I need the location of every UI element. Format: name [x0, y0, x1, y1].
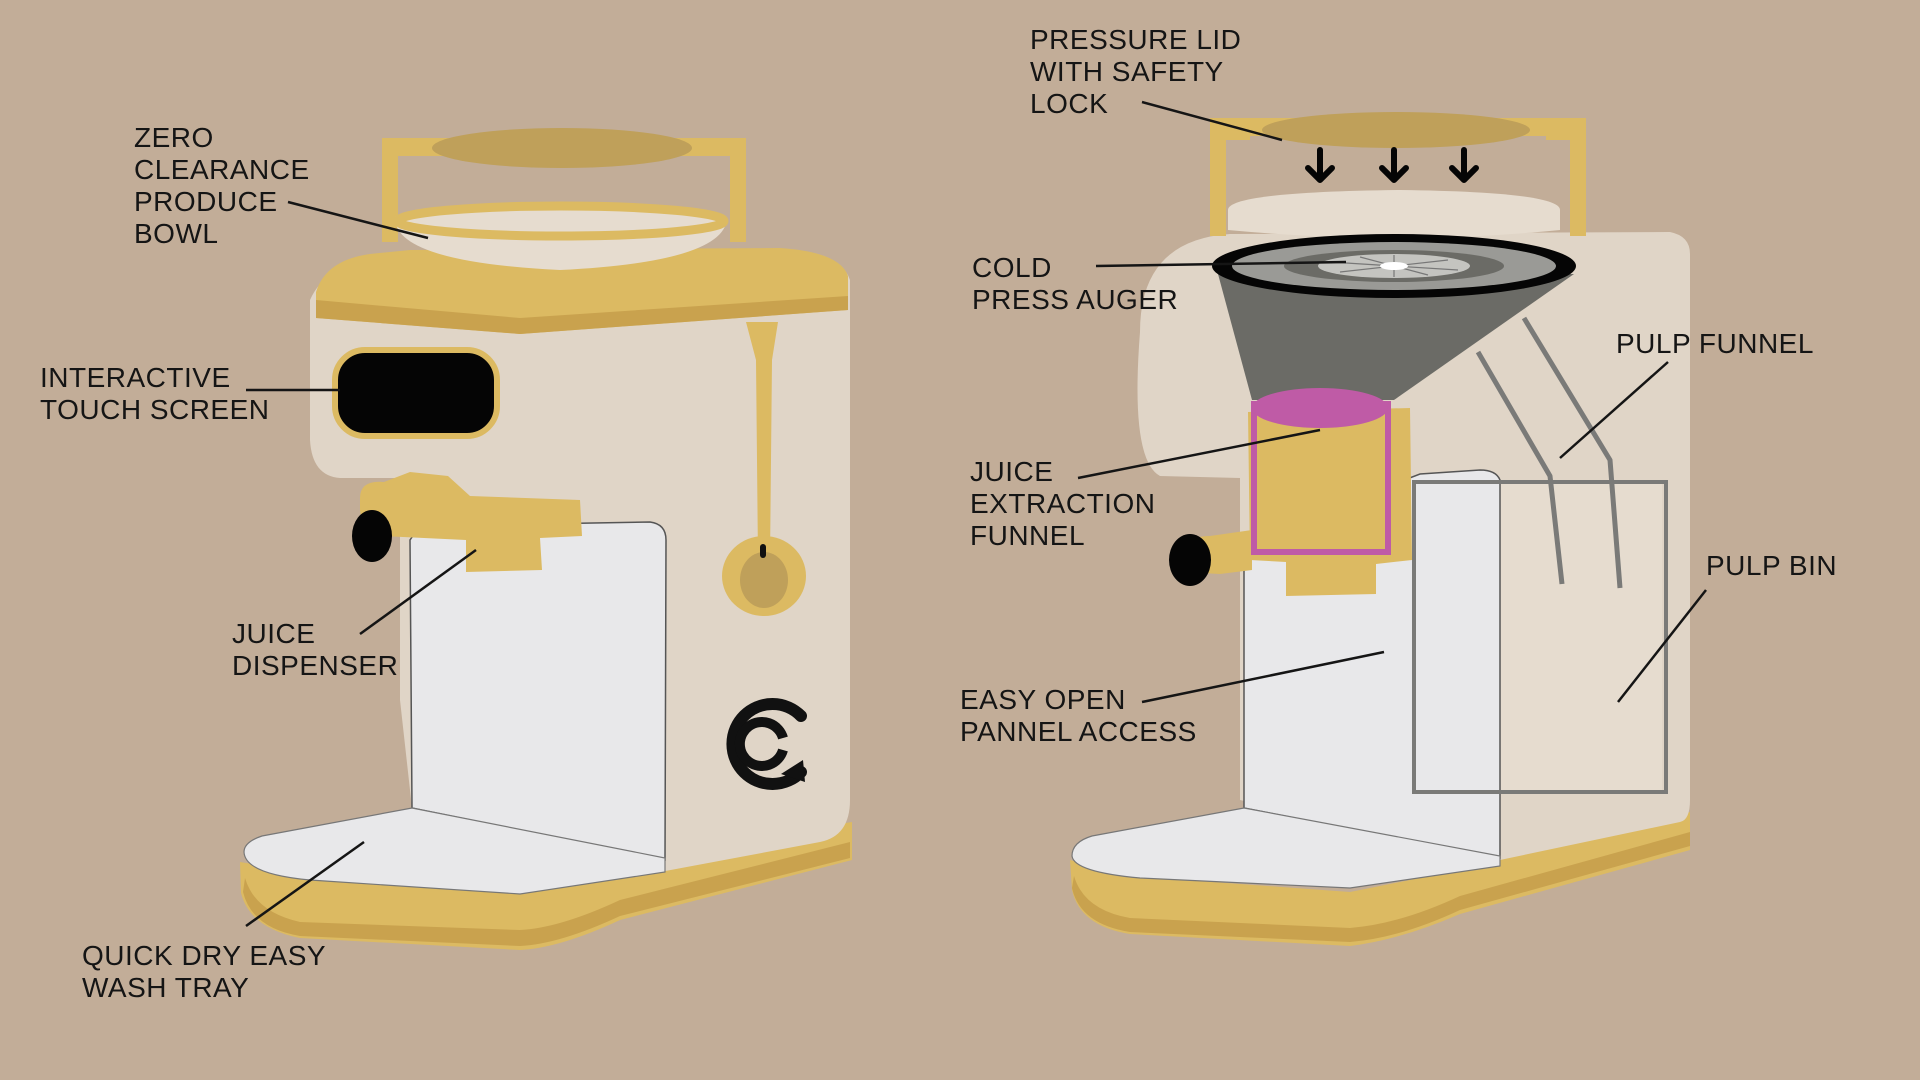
leader-pulp-funnel [1559, 361, 1669, 459]
leader-pressure-lid [1141, 100, 1283, 142]
side-lever [746, 322, 778, 560]
touch-screen [332, 347, 500, 439]
auger-funnel [1218, 274, 1574, 400]
produce-bowl-r [1228, 190, 1560, 238]
drip-tray [243, 807, 666, 895]
side-lever-notch [760, 544, 766, 558]
leader-juice-dispenser [359, 548, 477, 636]
pulp-bin-outline [1412, 480, 1668, 794]
drip-tray-r [1071, 807, 1501, 889]
leader-produce-bowl [287, 200, 429, 240]
co-brand-logo [726, 698, 807, 790]
juice-surface [1252, 388, 1388, 428]
front-panel [409, 521, 667, 861]
dispenser-knob-r [1169, 534, 1211, 586]
label-produce-bowl: ZERO CLEARANCE PRODUCE BOWL [134, 122, 310, 249]
pressure-lid-top-r [1262, 112, 1530, 148]
label-pulp-funnel: PULP FUNNEL [1616, 328, 1814, 359]
pulp-funnel-pipes [1475, 316, 1623, 589]
base-tray-gold-shade-r [1072, 832, 1690, 942]
base-tray-gold-r [1070, 812, 1690, 946]
label-juice-dispenser: JUICE DISPENSER [232, 618, 399, 681]
machine-cutaway [1070, 112, 1690, 946]
label-pulp-bin: PULP BIN [1706, 550, 1838, 581]
leader-wash-tray [245, 840, 365, 928]
juice-dispenser-spout [360, 472, 582, 572]
leader-juice-extraction [1077, 428, 1321, 480]
dispenser-knob [352, 510, 392, 562]
arrow-down-icon [1305, 147, 1479, 183]
leader-panel-access [1141, 650, 1385, 704]
base-tray-gold-shade [243, 842, 850, 946]
label-cold-press-auger: COLD PRESS AUGER [972, 252, 1179, 315]
machine-exterior [240, 128, 852, 950]
leader-cold-press-auger [1095, 260, 1347, 268]
head-band-shade [316, 296, 848, 334]
lid-handle-frame [382, 138, 746, 242]
lid-handle-tabs-r [1210, 118, 1586, 140]
label-panel-access: EASY OPEN PANNEL ACCESS [960, 684, 1197, 747]
label-wash-tray: QUICK DRY EASY WASH TRAY [82, 940, 327, 1003]
label-juice-extraction-funnel: JUICE EXTRACTION FUNNEL [970, 456, 1156, 551]
leader-pulp-bin [1617, 589, 1707, 703]
pressure-lid-top [432, 128, 692, 168]
label-touch-screen: INTERACTIVE TOUCH SCREEN [40, 362, 270, 425]
label-pressure-lid: PRESSURE LID WITH SAFETY LOCK [1030, 24, 1242, 119]
side-lever-knob-inner [740, 552, 788, 608]
auger-center [1380, 262, 1408, 270]
produce-bowl-rim [393, 201, 729, 241]
leader-lines [245, 100, 1707, 928]
